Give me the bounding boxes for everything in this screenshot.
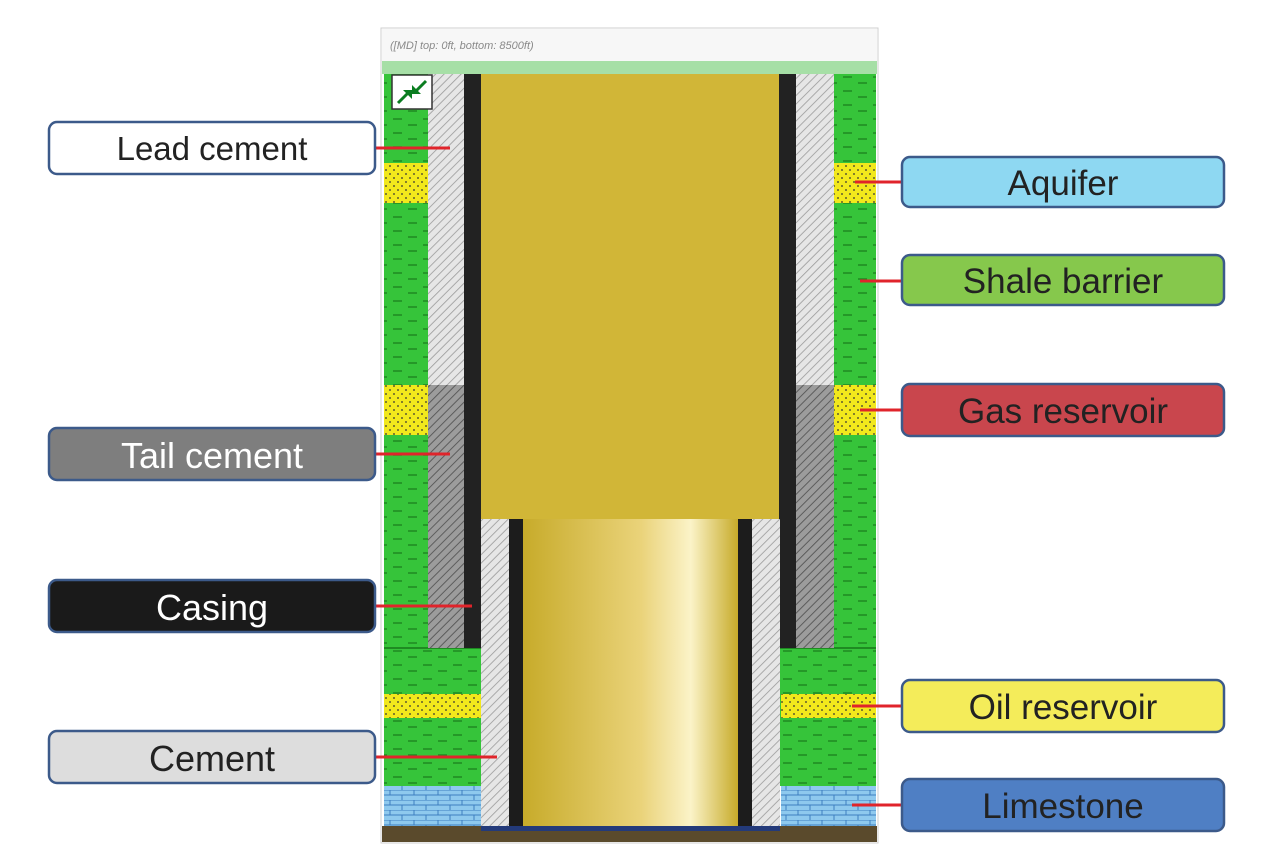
borehole-fluid — [481, 74, 779, 519]
svg-text:Shale barrier: Shale barrier — [963, 262, 1164, 301]
svg-text:Tail cement: Tail cement — [121, 435, 303, 476]
label-aquifer: Aquifer — [900, 155, 1226, 209]
production-fluid — [523, 519, 738, 827]
outer-casing-right — [779, 74, 796, 648]
label-shale-barrier: Shale barrier — [900, 253, 1226, 307]
label-oil-reservoir: Oil reservoir — [900, 678, 1226, 734]
aquifer-sand-left — [384, 163, 428, 203]
tail-cement-right — [796, 385, 834, 648]
depth-range-label: ([MD] top: 0ft, bottom: 8500ft) — [390, 40, 534, 52]
svg-text:Lead cement: Lead cement — [117, 130, 308, 167]
svg-text:Cement: Cement — [149, 738, 275, 779]
limestone-left — [384, 786, 481, 826]
svg-text:Gas reservoir: Gas reservoir — [958, 392, 1168, 431]
svg-text:Oil reservoir: Oil reservoir — [969, 688, 1158, 727]
outer-casing-left — [464, 74, 481, 648]
well-panel: ([MD] top: 0ft, bottom: 8500ft) — [380, 27, 879, 844]
surface-band — [382, 61, 877, 74]
label-tail-cement: Tail cement — [47, 426, 377, 482]
svg-text:Limestone: Limestone — [982, 787, 1143, 826]
pointer-lines — [376, 146, 902, 807]
casing-shoe — [481, 826, 780, 831]
inner-casing-right — [738, 519, 752, 827]
lead-cement-right — [796, 74, 834, 385]
collapse-arrows-icon[interactable] — [391, 74, 433, 110]
oil-sand-left — [384, 694, 481, 718]
lead-cement-left — [428, 74, 464, 385]
label-cement: Cement — [47, 729, 377, 785]
gas-sand-left — [384, 385, 428, 435]
label-lead-cement: Lead cement — [47, 120, 377, 176]
label-casing: Casing — [47, 578, 377, 634]
panel-header-bar — [382, 29, 877, 61]
label-limestone: Limestone — [900, 777, 1226, 833]
tail-cement-left — [428, 385, 464, 648]
liner-cement-right — [752, 519, 780, 827]
svg-text:Casing: Casing — [156, 587, 268, 628]
inner-casing-left — [509, 519, 523, 827]
svg-text:Aquifer: Aquifer — [1008, 164, 1119, 203]
liner-cement-left — [481, 519, 509, 827]
label-gas-reservoir: Gas reservoir — [900, 382, 1226, 438]
